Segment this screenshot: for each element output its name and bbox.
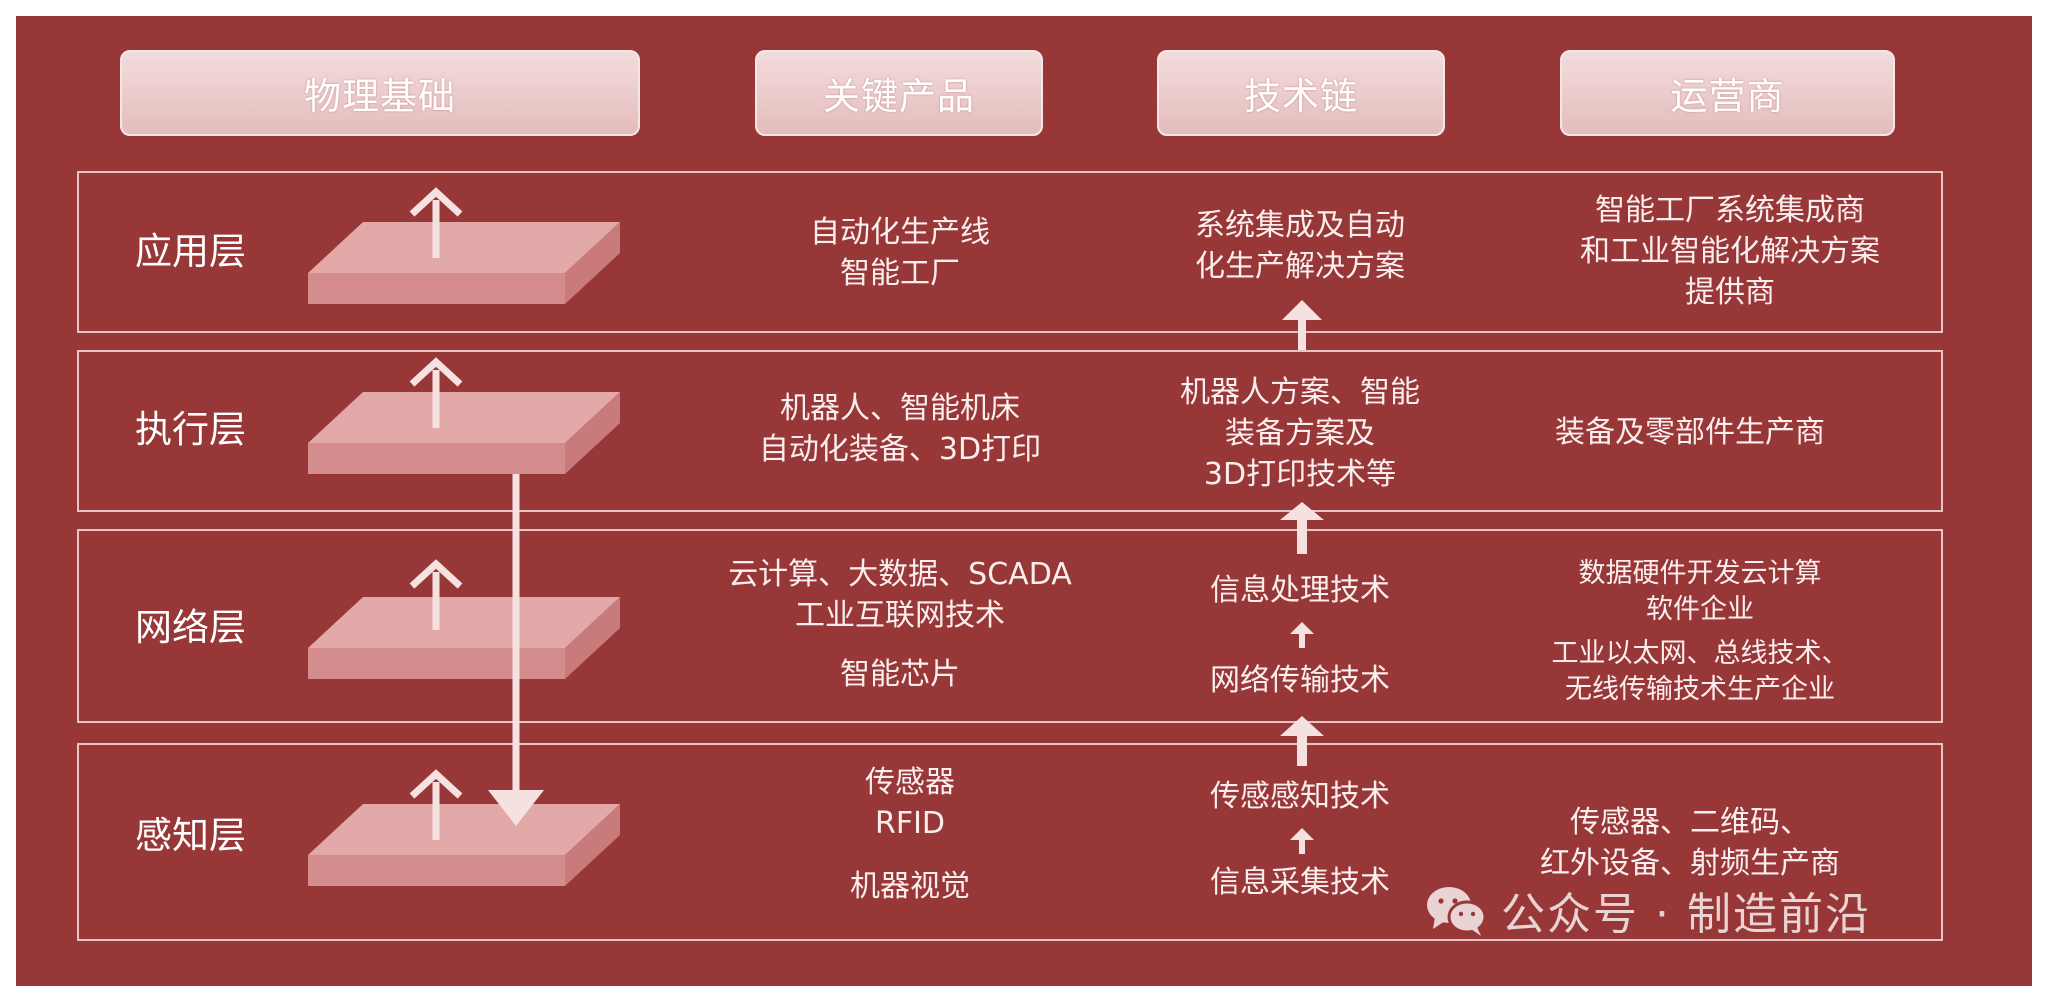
header-physical-basis: 物理基础 bbox=[120, 50, 640, 136]
tech-perception-collection: 信息采集技术 bbox=[1210, 865, 1390, 900]
operators-network: 数据硬件开发云计算 软件企业 bbox=[1500, 556, 1900, 628]
text-line: 云计算、大数据、SCADA bbox=[728, 557, 1072, 592]
products-execution: 机器人、智能机床 自动化装备、3D打印 bbox=[700, 388, 1100, 470]
platform-slab-application bbox=[308, 222, 620, 304]
tech-execution: 机器人方案、智能 装备方案及 3D打印技术等 bbox=[1120, 372, 1480, 495]
text-line: 装备方案及 bbox=[1225, 416, 1375, 451]
layer-box-perception bbox=[77, 743, 1943, 941]
wechat-icon bbox=[1427, 887, 1487, 936]
text-line: 自动化生产线 bbox=[810, 215, 990, 250]
text-line: 机器人方案、智能 bbox=[1180, 375, 1420, 410]
up-arrow-network-icon bbox=[409, 559, 463, 630]
layer-name-perception: 感知层 bbox=[135, 814, 246, 857]
tech-application: 系统集成及自动 化生产解决方案 bbox=[1140, 205, 1460, 287]
text-line: 智能工厂系统集成商 bbox=[1595, 193, 1865, 228]
text-line: 化生产解决方案 bbox=[1195, 249, 1405, 284]
tech-arrow-perc-inner-icon bbox=[1290, 828, 1314, 854]
text-line: 装备及零部件生产商 bbox=[1555, 415, 1825, 450]
layer-name-network: 网络层 bbox=[135, 606, 246, 649]
tech-network-processing: 信息处理技术 bbox=[1210, 573, 1390, 608]
operators-network-extra: 工业以太网、总线技术、 无线传输技术生产企业 bbox=[1500, 636, 1900, 708]
platform-slab-execution bbox=[308, 392, 620, 474]
text-line: 3D打印技术等 bbox=[1203, 457, 1397, 492]
layer-box-execution bbox=[77, 350, 1943, 512]
watermark: 公众号 · 制造前沿 bbox=[1425, 878, 1871, 942]
text-line: 系统集成及自动 bbox=[1195, 208, 1405, 243]
products-perception: 传感器 RFID bbox=[760, 762, 1060, 844]
products-application: 自动化生产线 智能工厂 bbox=[760, 212, 1040, 294]
text-line: 传感器、二维码、 bbox=[1570, 805, 1810, 840]
down-arrow-long-icon bbox=[488, 474, 544, 826]
text-line: 软件企业 bbox=[1646, 594, 1754, 625]
text-line: RFID bbox=[874, 806, 946, 841]
text-line: 无线传输技术生产企业 bbox=[1565, 674, 1835, 705]
text-line: 机器人、智能机床 bbox=[780, 391, 1020, 426]
platform-slab-perception bbox=[308, 804, 620, 886]
header-tech-chain: 技术链 bbox=[1157, 50, 1445, 136]
up-arrow-perception-icon bbox=[409, 769, 463, 840]
layer-name-execution: 执行层 bbox=[135, 408, 246, 451]
text-line: 工业互联网技术 bbox=[795, 598, 1005, 633]
tech-perception-sensing: 传感感知技术 bbox=[1210, 779, 1390, 814]
text-line: 红外设备、射频生产商 bbox=[1540, 846, 1840, 881]
tech-arrow-perc-to-net-icon bbox=[1280, 716, 1324, 766]
layer-box-application bbox=[77, 171, 1943, 333]
header-key-products: 关键产品 bbox=[755, 50, 1043, 136]
watermark-text: 公众号 · 制造前沿 bbox=[1501, 889, 1871, 940]
products-network: 云计算、大数据、SCADA 工业互联网技术 bbox=[660, 554, 1140, 636]
text-line: 智能工厂 bbox=[840, 256, 960, 291]
text-line: 数据硬件开发云计算 bbox=[1578, 558, 1822, 589]
operators-perception: 传感器、二维码、 红外设备、射频生产商 bbox=[1490, 802, 1890, 884]
tech-arrow-exec-to-app-icon bbox=[1282, 300, 1322, 350]
tech-arrow-net-to-exec-icon bbox=[1280, 502, 1324, 554]
layer-name-application: 应用层 bbox=[135, 230, 246, 273]
text-line: 和工业智能化解决方案 bbox=[1580, 234, 1880, 269]
layer-box-network bbox=[77, 529, 1943, 723]
operators-application: 智能工厂系统集成商 和工业智能化解决方案 提供商 bbox=[1520, 190, 1940, 313]
products-network-extra: 智能芯片 bbox=[840, 657, 960, 692]
tech-arrow-net-inner-icon bbox=[1290, 622, 1314, 648]
header-operators: 运营商 bbox=[1560, 50, 1895, 136]
up-arrow-application-icon bbox=[409, 187, 463, 258]
products-perception-extra: 机器视觉 bbox=[850, 869, 970, 904]
operators-execution: 装备及零部件生产商 bbox=[1500, 412, 1880, 453]
text-line: 传感器 bbox=[865, 765, 955, 800]
text-line: 提供商 bbox=[1685, 275, 1775, 310]
text-line: 工业以太网、总线技术、 bbox=[1551, 638, 1849, 669]
platform-slab-network bbox=[308, 597, 620, 679]
text-line: 自动化装备、3D打印 bbox=[758, 432, 1042, 467]
up-arrow-execution-icon bbox=[409, 357, 463, 428]
tech-network-transmission: 网络传输技术 bbox=[1210, 663, 1390, 698]
